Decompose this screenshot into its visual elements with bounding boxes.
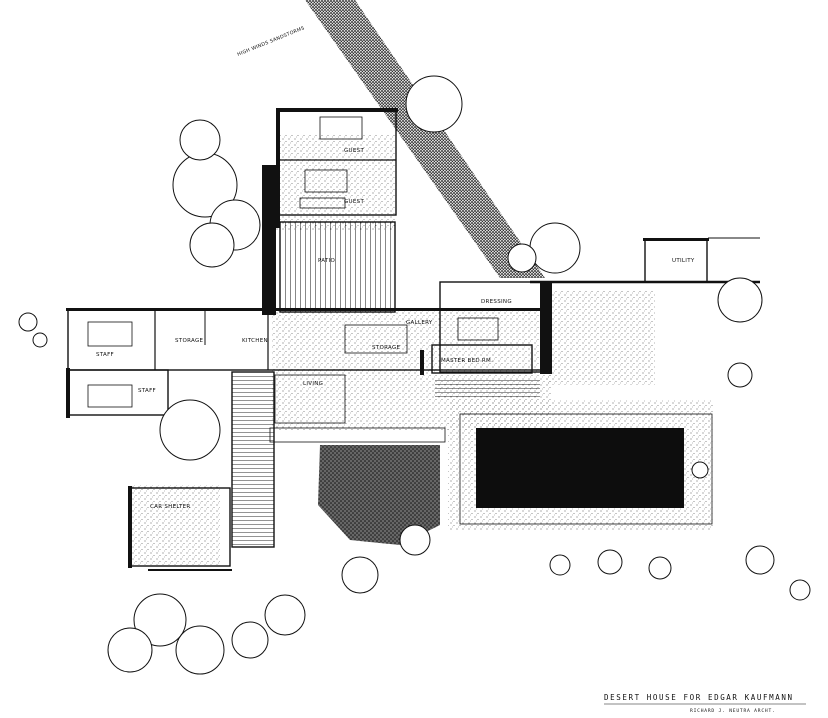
swimming-pool: [476, 428, 684, 508]
pool-deck: [459, 413, 713, 525]
room-label-patio: PATIO: [318, 258, 335, 264]
patio-louvers: [279, 221, 396, 313]
room-label-staff-lower: STAFF: [138, 388, 156, 394]
sunken-garden: [318, 445, 440, 545]
wind-note: HIGH WINDS SANDSTORMS: [237, 25, 306, 58]
room-label-staff-upper: STAFF: [96, 352, 114, 358]
covered-walkway: [231, 371, 446, 548]
room-label-utility: UTILITY: [672, 258, 695, 264]
main-living-block: [66, 281, 552, 424]
room-label-guest-lower: GUEST: [344, 199, 364, 205]
room-label-storage-main: STORAGE: [372, 345, 401, 351]
room-label-dressing: DRESSING: [481, 299, 512, 305]
guest-wing: [262, 108, 398, 315]
room-label-guest-upper: GUEST: [344, 148, 364, 154]
drawing-title: DESERT HOUSE FOR EDGAR KAUFMANN: [604, 693, 794, 702]
room-label-car-shelter: CAR SHELTER: [150, 504, 191, 510]
room-label-storage-staff: STORAGE: [175, 338, 204, 344]
landscape-trees: [18, 75, 811, 675]
wind-band: [305, 0, 545, 278]
room-label-kitchen: KITCHEN: [242, 338, 268, 344]
room-label-master-bed: MASTER BED RM.: [441, 358, 493, 364]
architect-credit: RICHARD J. NEUTRA ARCHT.: [690, 708, 776, 714]
car-shelter: [128, 486, 232, 571]
room-label-living: LIVING: [303, 381, 323, 387]
utility-building: [530, 237, 760, 284]
room-label-gallery: GALLERY: [406, 320, 433, 326]
